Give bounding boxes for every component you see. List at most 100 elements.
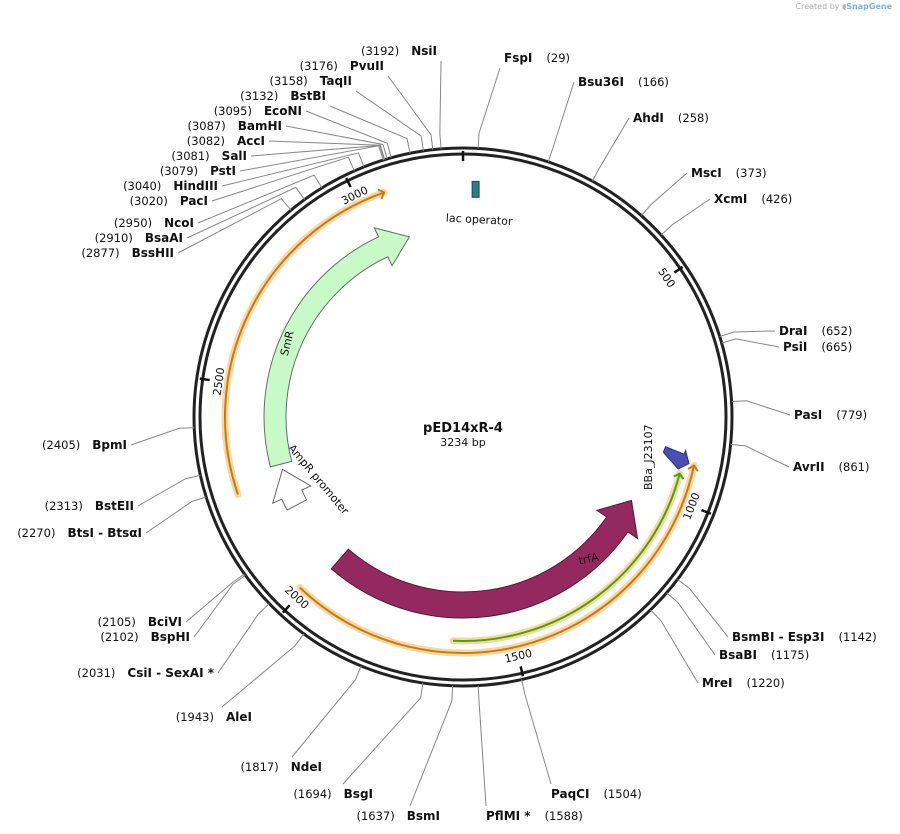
- site-label-fspi[interactable]: FspI(29): [504, 51, 570, 65]
- site-label-sali[interactable]: (3081)SalI: [171, 149, 247, 163]
- site-pvuii[interactable]: (3176)PvuII: [300, 59, 384, 73]
- site-sali[interactable]: (3081)SalI: [171, 149, 247, 163]
- tick-label: 500: [655, 266, 678, 291]
- site-bsaai[interactable]: (2910)BsaAI: [95, 231, 183, 245]
- site-name: PaqCI: [551, 787, 589, 801]
- site-label-paqci[interactable]: PaqCI(1504): [551, 787, 642, 801]
- site-alei[interactable]: (1943)AleI: [176, 710, 252, 724]
- primer-orange-left[interactable]: [221, 188, 388, 498]
- site-label-alei[interactable]: (1943)AleI: [176, 710, 252, 724]
- site-btsi-bts-i[interactable]: (2270)BtsI - BtsαI: [17, 526, 142, 540]
- site-name: BstEII: [95, 499, 134, 513]
- site-bamhi[interactable]: (3087)BamHI: [187, 119, 282, 133]
- site-bsmbi-esp3i[interactable]: BsmBI - Esp3I(1142): [732, 630, 877, 644]
- site-msci[interactable]: MscI(373): [691, 166, 767, 180]
- lac-operator-feature[interactable]: lac operator: [446, 180, 514, 228]
- site-paqci[interactable]: PaqCI(1504): [551, 787, 642, 801]
- site-label-econi[interactable]: (3095)EcoNI: [214, 104, 302, 118]
- site-name: BsaBI: [719, 648, 757, 662]
- site-avrii[interactable]: AvrII(861): [793, 460, 869, 474]
- site-label-csii-sexai[interactable]: (2031)CsiI - SexAI *: [77, 666, 215, 680]
- site-label-pvuii[interactable]: (3176)PvuII: [300, 59, 384, 73]
- site-label-pflmi[interactable]: PflMI *(1588): [486, 809, 583, 823]
- site-bsphi[interactable]: (2102)BspHI: [100, 630, 190, 644]
- site-label-ncoi[interactable]: (2950)NcoI: [114, 216, 194, 230]
- site-label-hindiii[interactable]: (3040)HindIII: [123, 179, 218, 193]
- site-label-paci[interactable]: (3020)PacI: [130, 194, 208, 208]
- site-hindiii[interactable]: (3040)HindIII: [123, 179, 218, 193]
- site-drai[interactable]: DraI(652): [779, 324, 852, 338]
- trfa-arrow: [330, 499, 639, 619]
- site-name: FspI: [504, 51, 532, 65]
- site-name: BspHI: [151, 630, 190, 644]
- site-label-bsmbi-esp3i[interactable]: BsmBI - Esp3I(1142): [732, 630, 877, 644]
- site-label-bstbi[interactable]: (3132)BstBI: [240, 89, 326, 103]
- site-label-nsii[interactable]: (3192)NsiI: [361, 44, 437, 58]
- smr-feature[interactable]: SmR: [263, 227, 411, 468]
- site-acci[interactable]: (3082)AccI: [187, 134, 265, 148]
- site-bpmi[interactable]: (2405)BpmI: [42, 438, 127, 452]
- site-label-psti[interactable]: (3079)PstI: [160, 164, 236, 178]
- site-position: (1175): [771, 648, 809, 662]
- site-position: (373): [736, 166, 767, 180]
- site-ncoi[interactable]: (2950)NcoI: [114, 216, 194, 230]
- site-label-bsshii[interactable]: (2877)BssHII: [81, 246, 174, 260]
- site-nsii[interactable]: (3192)NsiI: [361, 44, 437, 58]
- site-psii[interactable]: PsiI(665): [783, 340, 852, 354]
- primer-green[interactable]: [449, 470, 685, 645]
- site-fspi[interactable]: FspI(29): [504, 51, 570, 65]
- site-bsabi[interactable]: BsaBI (1175): [719, 648, 809, 662]
- site-leader-line: [291, 665, 362, 758]
- site-label-xcmi[interactable]: XcmI(426): [714, 192, 792, 206]
- site-name: BpmI: [92, 438, 127, 452]
- site-label-avrii[interactable]: AvrII(861): [793, 460, 869, 474]
- site-position: (2950): [114, 216, 152, 230]
- site-name: NsiI: [411, 44, 437, 58]
- site-xcmi[interactable]: XcmI(426): [714, 192, 792, 206]
- site-label-ahdi[interactable]: AhdI(258): [633, 111, 709, 125]
- site-labels[interactable]: FspI(29) Bsu36I(166) AhdI(258) MscI(373) Xcm…: [17, 44, 877, 823]
- site-ndei[interactable]: (1817)NdeI: [241, 760, 323, 774]
- bba-j23107-feature[interactable]: BBa_J23107: [642, 424, 693, 490]
- site-label-bcivi[interactable]: (2105)BciVI: [98, 615, 182, 629]
- site-bsshii[interactable]: (2877)BssHII: [81, 246, 174, 260]
- site-label-bsaai[interactable]: (2910)BsaAI: [95, 231, 183, 245]
- site-bsgi[interactable]: (1694)BsgI: [293, 787, 373, 801]
- site-label-ndei[interactable]: (1817)NdeI: [241, 760, 323, 774]
- site-bsteii[interactable]: (2313)BstEII: [45, 499, 134, 513]
- site-bstbi[interactable]: (3132)BstBI: [240, 89, 326, 103]
- site-label-pasi[interactable]: PasI(779): [794, 408, 867, 422]
- site-paci[interactable]: (3020)PacI: [130, 194, 208, 208]
- site-label-acci[interactable]: (3082)AccI: [187, 134, 265, 148]
- site-label-drai[interactable]: DraI(652): [779, 324, 852, 338]
- site-econi[interactable]: (3095)EcoNI: [214, 104, 302, 118]
- site-label-bsmi[interactable]: (1637)BsmI: [356, 809, 440, 823]
- site-pflmi[interactable]: PflMI *(1588): [486, 809, 583, 823]
- site-label-bsphi[interactable]: (2102)BspHI: [100, 630, 190, 644]
- site-bsmi[interactable]: (1637)BsmI: [356, 809, 440, 823]
- site-bsu36i[interactable]: Bsu36I(166): [578, 75, 669, 89]
- site-leader-line: [186, 186, 306, 239]
- snapgene-logo-icon: ◖: [842, 2, 847, 11]
- trfa-feature[interactable]: trfA: [330, 499, 639, 619]
- site-label-bpmi[interactable]: (2405)BpmI: [42, 438, 127, 452]
- site-label-bamhi[interactable]: (3087)BamHI: [187, 119, 282, 133]
- site-mrei[interactable]: MreI(1220): [702, 676, 785, 690]
- primer-orange-right[interactable]: [296, 461, 699, 657]
- site-taqii[interactable]: (3158)TaqII: [269, 74, 352, 88]
- site-label-bsabi[interactable]: BsaBI (1175): [719, 648, 809, 662]
- site-ahdi[interactable]: AhdI(258): [633, 111, 709, 125]
- site-label-taqii[interactable]: (3158)TaqII: [269, 74, 352, 88]
- site-label-msci[interactable]: MscI(373): [691, 166, 767, 180]
- site-label-btsi-bts-i[interactable]: (2270)BtsI - BtsαI: [17, 526, 142, 540]
- site-label-bsu36i[interactable]: Bsu36I(166): [578, 75, 669, 89]
- site-label-bsgi[interactable]: (1694)BsgI: [293, 787, 373, 801]
- site-pasi[interactable]: PasI(779): [794, 408, 867, 422]
- site-label-mrei[interactable]: MreI(1220): [702, 676, 785, 690]
- site-bcivi[interactable]: (2105)BciVI: [98, 615, 182, 629]
- site-psti[interactable]: (3079)PstI: [160, 164, 236, 178]
- site-label-bsteii[interactable]: (2313)BstEII: [45, 499, 134, 513]
- site-csii-sexai[interactable]: (2031)CsiI - SexAI *: [77, 666, 215, 680]
- site-label-psii[interactable]: PsiI(665): [783, 340, 852, 354]
